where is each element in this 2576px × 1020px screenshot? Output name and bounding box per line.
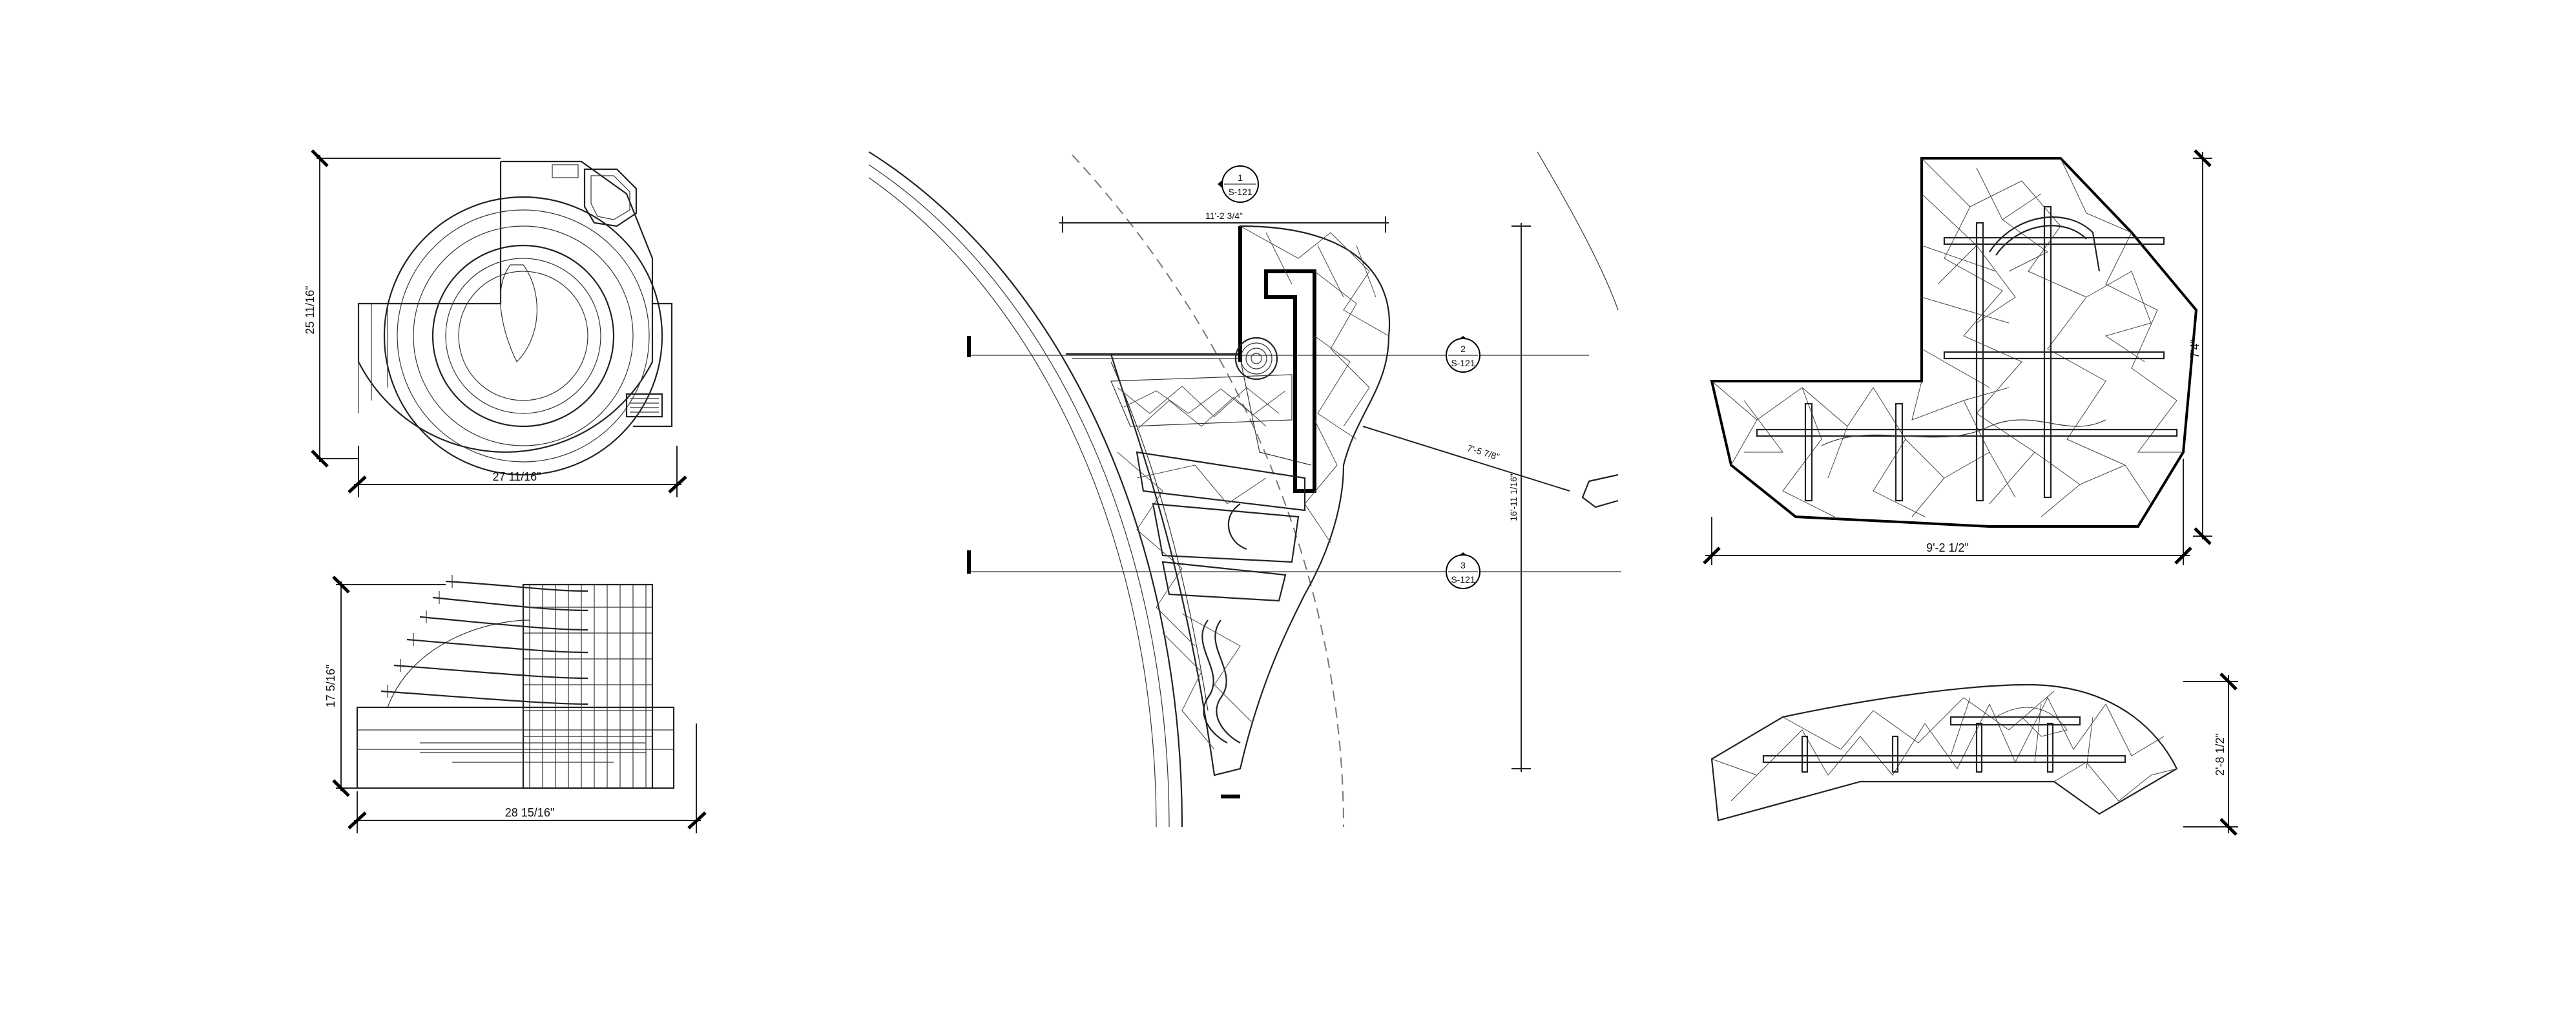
small-plan-view: 27 11/16" 25 11/16" — [304, 149, 687, 497]
svg-text:2: 2 — [1460, 344, 1466, 354]
small-plan-width-dim: 27 11/16" — [492, 470, 541, 483]
section-marker-3: 3 S-121 — [1446, 552, 1480, 589]
small-elevation-width-dim: 28 15/16" — [505, 806, 554, 819]
svg-text:S-121: S-121 — [1451, 358, 1475, 368]
section-marker-2: 2 S-121 — [1446, 336, 1480, 373]
svg-text:S-121: S-121 — [1451, 574, 1475, 585]
center-plan-view: 7'-5 7/8" 11'-2 3/4" 16'-11 1/16" 1 S-12… — [868, 151, 1621, 827]
svg-text:S-121: S-121 — [1228, 187, 1252, 197]
small-elevation-height-dim: 17 5/16" — [324, 665, 337, 707]
mesh-elevation-view: 2'-8 1/2" — [1710, 672, 2238, 836]
mesh-elevation-height-dim: 2'-8 1/2" — [2214, 733, 2227, 776]
svg-text:1: 1 — [1238, 172, 1243, 183]
small-plan-height-dim: 25 11/16" — [304, 286, 317, 334]
small-elevation-view: 28 15/16" 17 5/16" — [324, 575, 707, 833]
center-diagonal-dim: 7'-5 7/8" — [1466, 442, 1501, 462]
section-marker-1: 1 S-121 — [1218, 165, 1259, 203]
center-top-dim: 11'-2 3/4" — [1205, 211, 1243, 221]
mesh-plan-width-dim: 9'-2 1/2" — [1926, 541, 1969, 554]
svg-text:3: 3 — [1460, 560, 1466, 570]
center-vertical-dim: 16'-11 1/16" — [1508, 474, 1519, 521]
mesh-plan-view: 9'-2 1/2" 7'4" — [1703, 149, 2212, 565]
mesh-plan-height-dim: 7'4" — [2188, 339, 2201, 359]
